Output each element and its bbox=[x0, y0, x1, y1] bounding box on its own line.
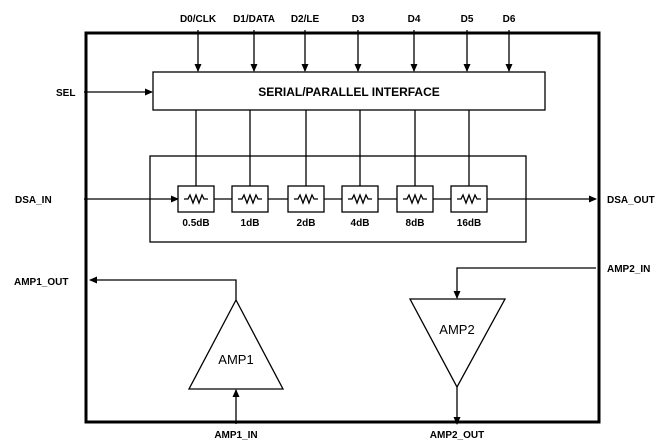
resistor-icon bbox=[403, 193, 427, 205]
pin-dsa-out-label: DSA_OUT bbox=[607, 195, 655, 206]
attenuator-stage-4: 8dB bbox=[396, 185, 434, 229]
amp2-label: AMP2 bbox=[439, 322, 474, 337]
interface-label: SERIAL/PARALLEL INTERFACE bbox=[258, 85, 440, 99]
amp1-triangle bbox=[187, 298, 285, 390]
pin-amp1-out-label: AMP1_OUT bbox=[14, 277, 68, 288]
attenuator-stage-0: 0.5dB bbox=[177, 185, 215, 229]
stage-box bbox=[341, 185, 379, 213]
pin-sel-label: SEL bbox=[56, 88, 75, 99]
stage-label: 8dB bbox=[406, 218, 425, 229]
pin-d0-clk-label: D0/CLK bbox=[180, 14, 217, 25]
stage-label: 4dB bbox=[351, 218, 370, 229]
resistor-icon bbox=[238, 193, 262, 205]
resistor-icon bbox=[294, 193, 318, 205]
amp2-triangle bbox=[408, 298, 507, 389]
pin-amp2-in-label: AMP2_IN bbox=[607, 264, 650, 275]
attenuator-stage-1: 1dB bbox=[231, 185, 269, 229]
stage-label: 2dB bbox=[297, 218, 316, 229]
resistor-icon bbox=[184, 193, 208, 205]
chip-outline bbox=[84, 31, 601, 424]
attenuator-stage-3: 4dB bbox=[341, 185, 379, 229]
resistor-icon bbox=[457, 193, 481, 205]
stage-box bbox=[450, 185, 488, 213]
stage-box bbox=[396, 185, 434, 213]
attenuator-stage-2: 2dB bbox=[287, 185, 325, 229]
pin-d6-label: D6 bbox=[503, 14, 516, 25]
pin-d2-le-label: D2/LE bbox=[291, 14, 320, 25]
stage-box bbox=[231, 185, 269, 213]
stage-label: 0.5dB bbox=[182, 218, 209, 229]
amp1-out-arrow bbox=[89, 276, 237, 300]
stage-label: 16dB bbox=[457, 218, 481, 229]
stage-box bbox=[287, 185, 325, 213]
pin-d3-label: D3 bbox=[352, 14, 365, 25]
pin-amp2-out-label: AMP2_OUT bbox=[430, 430, 484, 440]
pin-amp1-in-label: AMP1_IN bbox=[214, 430, 257, 440]
amp2-in-arrow bbox=[453, 267, 596, 299]
pin-d4-label: D4 bbox=[408, 14, 421, 25]
control-lines bbox=[195, 110, 470, 186]
stage-box bbox=[177, 185, 215, 213]
resistor-icon bbox=[348, 193, 372, 205]
amp1-label: AMP1 bbox=[218, 352, 253, 367]
pin-dsa-in-label: DSA_IN bbox=[15, 195, 52, 206]
serial-parallel-interface-block bbox=[152, 71, 546, 111]
top-pins: D0/CLK D1/DATA D2/LE D3 D4 D5 D6 bbox=[180, 14, 516, 72]
pin-d1-data-label: D1/DATA bbox=[233, 14, 275, 25]
pin-d5-label: D5 bbox=[461, 14, 474, 25]
stage-label: 1dB bbox=[241, 218, 260, 229]
attenuator-stage-5: 16dB bbox=[450, 185, 488, 229]
